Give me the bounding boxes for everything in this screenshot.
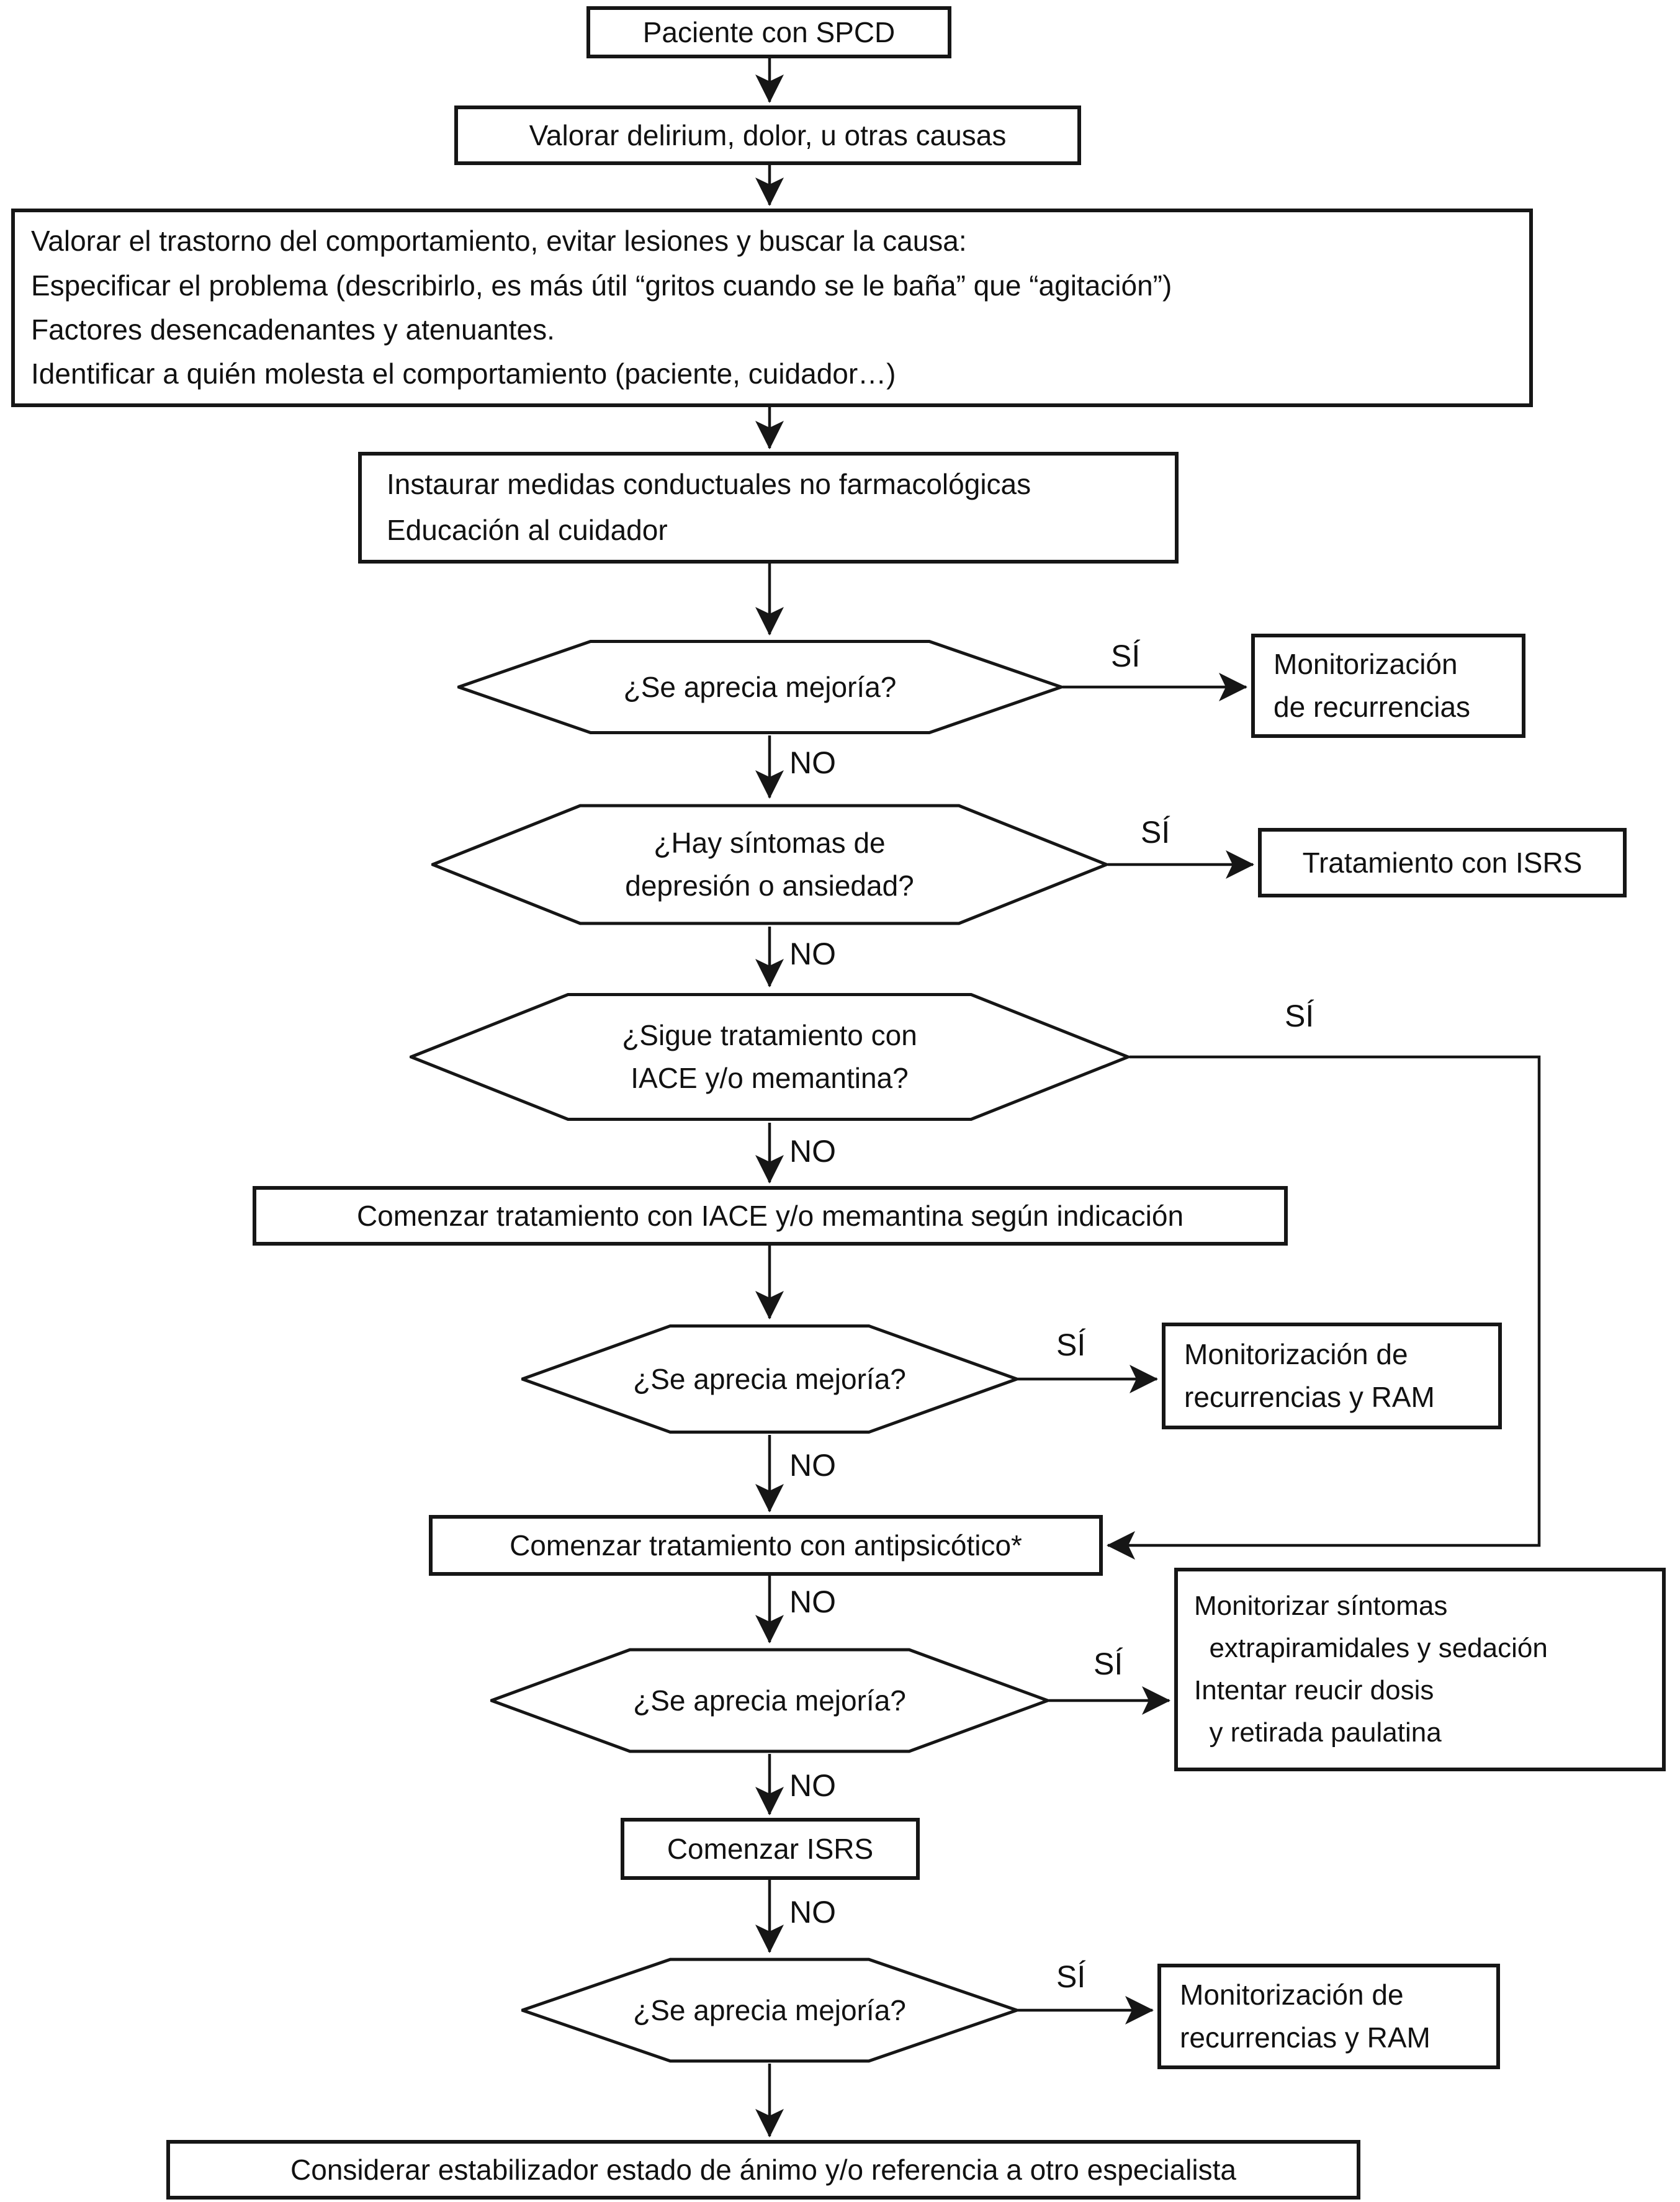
node-monitorizar-sintomas-label: Monitorizar síntomas extrapiramidales y …: [1194, 1590, 1548, 1748]
decision-mejoria-1-label: ¿Se aprecia mejoría?: [623, 670, 897, 703]
decision-mejoria-2-label: ¿Se aprecia mejoría?: [633, 1362, 906, 1395]
node-comenzar-iace-label: Comenzar tratamiento con IACE y/o memant…: [356, 1199, 1184, 1232]
edge-label-no-5: NO: [789, 1584, 836, 1619]
decision-depresion-ansiedad: ¿Hay síntomas de depresión o ansiedad?: [431, 801, 1108, 928]
decision-mejoria-4: ¿Se aprecia mejoría?: [521, 1956, 1018, 2065]
edge-label-si-5: SÍ: [1094, 1647, 1123, 1681]
node-paciente-spcd: Paciente con SPCD: [586, 6, 951, 58]
node-valorar-trastorno-label: Valorar el trastorno del comportamiento,…: [31, 225, 1172, 390]
edge-label-no-6: NO: [789, 1768, 836, 1803]
edge-label-si-1: SÍ: [1111, 639, 1141, 673]
arrow-si-iace-antipsicotico: [1107, 1055, 1541, 1560]
decision-sigue-iace: ¿Sigue tratamiento con IACE y/o memantin…: [410, 990, 1130, 1124]
edge-label-no-3: NO: [789, 1134, 836, 1169]
node-comenzar-antipsicotico: Comenzar tratamiento con antipsicótico*: [429, 1515, 1103, 1576]
edge-label-si-6: SÍ: [1056, 1959, 1086, 1994]
edge-label-si-4: SÍ: [1056, 1328, 1086, 1362]
node-monitorizacion-recurrencias: Monitorización de recurrencias: [1251, 634, 1525, 738]
decision-mejoria-2-shape: [521, 1322, 1018, 1436]
node-comenzar-isrs: Comenzar ISRS: [621, 1818, 920, 1880]
node-valorar-trastorno: Valorar el trastorno del comportamiento,…: [11, 209, 1533, 407]
node-comenzar-iace: Comenzar tratamiento con IACE y/o memant…: [253, 1186, 1288, 1246]
decision-mejoria-4-label: ¿Se aprecia mejoría?: [633, 1993, 906, 2026]
decision-mejoria-4-shape: [521, 1956, 1018, 2065]
edge-label-no-1: NO: [789, 745, 836, 780]
node-comenzar-antipsicotico-label: Comenzar tratamiento con antipsicótico*: [510, 1529, 1022, 1562]
node-valorar-delirium-label: Valorar delirium, dolor, u otras causas: [529, 119, 1007, 151]
node-monitorizar-sintomas: Monitorizar síntomas extrapiramidales y …: [1174, 1568, 1666, 1771]
edge-label-si-2: SÍ: [1141, 815, 1170, 850]
node-tratamiento-isrs: Tratamiento con ISRS: [1258, 828, 1627, 897]
decision-depresion-ansiedad-shape: [431, 801, 1108, 928]
edge-label-no-7: NO: [789, 1895, 836, 1930]
node-monitorizacion-recurrencias-label: Monitorización de recurrencias: [1273, 648, 1471, 723]
decision-mejoria-1: ¿Se aprecia mejoría?: [457, 638, 1062, 736]
decision-mejoria-3-shape: [490, 1646, 1049, 1755]
decision-mejoria-2: ¿Se aprecia mejoría?: [521, 1322, 1018, 1436]
decision-mejoria-1-shape: [457, 638, 1062, 736]
edge-label-si-3: SÍ: [1285, 999, 1314, 1033]
node-paciente-spcd-label: Paciente con SPCD: [642, 16, 896, 48]
decision-depresion-ansiedad-label: ¿Hay síntomas de depresión o ansiedad?: [625, 827, 914, 902]
node-considerar-estabilizador-label: Considerar estabilizador estado de ánimo…: [290, 2153, 1236, 2186]
node-instaurar-medidas-label: Instaurar medidas conductuales no farmac…: [387, 468, 1031, 546]
decision-sigue-iace-label: ¿Sigue tratamiento con IACE y/o memantin…: [622, 1019, 917, 1094]
node-tratamiento-isrs-label: Tratamiento con ISRS: [1302, 846, 1583, 879]
node-comenzar-isrs-label: Comenzar ISRS: [667, 1832, 874, 1865]
node-considerar-estabilizador: Considerar estabilizador estado de ánimo…: [166, 2140, 1360, 2200]
decision-mejoria-3-label: ¿Se aprecia mejoría?: [633, 1684, 906, 1717]
node-monitorizacion-recurrencias-ram-1: Monitorización de recurrencias y RAM: [1162, 1323, 1502, 1429]
node-valorar-delirium: Valorar delirium, dolor, u otras causas: [454, 106, 1081, 165]
node-instaurar-medidas: Instaurar medidas conductuales no farmac…: [358, 452, 1179, 564]
node-monitorizacion-recurrencias-ram-1-label: Monitorización de recurrencias y RAM: [1184, 1338, 1435, 1413]
edge-label-no-4: NO: [789, 1448, 836, 1483]
decision-sigue-iace-shape: [410, 990, 1130, 1124]
edge-label-no-2: NO: [789, 937, 836, 971]
node-monitorizacion-recurrencias-ram-2: Monitorización de recurrencias y RAM: [1157, 1964, 1500, 2069]
node-monitorizacion-recurrencias-ram-2-label: Monitorización de recurrencias y RAM: [1180, 1979, 1431, 2054]
decision-mejoria-3: ¿Se aprecia mejoría?: [490, 1646, 1049, 1755]
